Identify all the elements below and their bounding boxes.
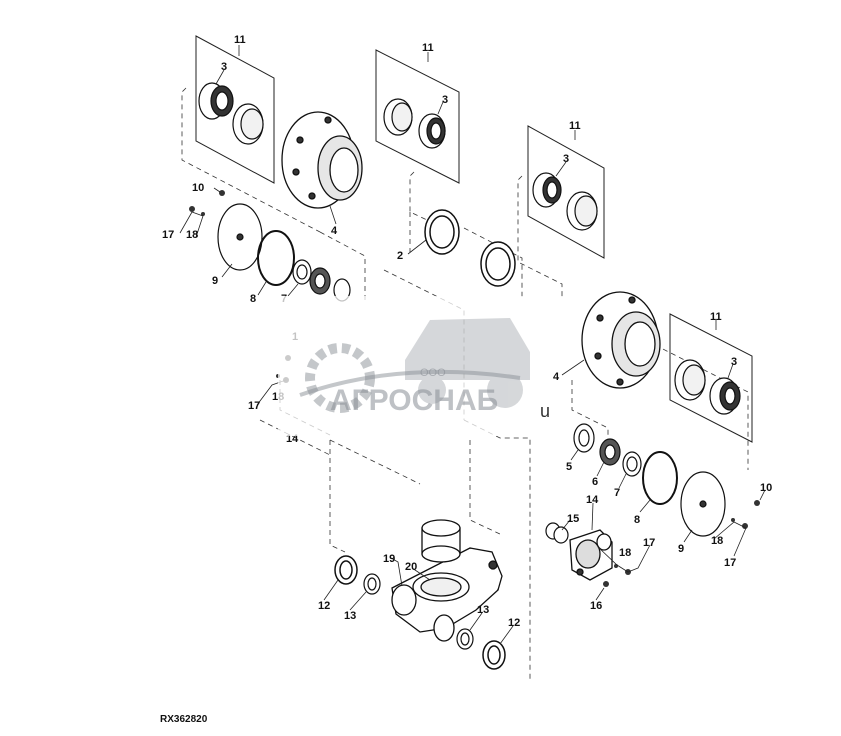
sensor-assembly (569, 529, 613, 581)
callout-10-left: 10 (192, 182, 204, 194)
o-ring-left (257, 230, 295, 286)
seal-bottom-right-12 (482, 640, 506, 670)
callout-5-right: 5 (566, 461, 572, 473)
watermark-prefix: ООО (420, 367, 446, 379)
callout-3-right-bottom: 3 (731, 356, 737, 368)
bolt-left-10 (219, 190, 225, 196)
wheel-hub-upper (281, 111, 363, 209)
callout-3-right-top: 3 (563, 153, 569, 165)
callout-19-knuckle: 19 (383, 553, 395, 565)
watermark-suffix: u (540, 401, 550, 421)
leader-lines (179, 45, 766, 645)
bolt-right-17 (731, 518, 748, 529)
callout-17-left: 17 (162, 229, 174, 241)
watermark: ООО АГРОСНАБ u (278, 296, 550, 436)
bolt-left-17 (189, 206, 205, 216)
callout-18-left: 18 (186, 229, 198, 241)
bearing-cup-right-bottom (674, 359, 706, 401)
callout-12-bottom-left: 12 (318, 600, 330, 612)
callout-13-bottom-right: 13 (477, 604, 489, 616)
callout-2-center: 2 (397, 250, 403, 262)
wheel-hub-lower (581, 291, 661, 389)
callout-11-center: 11 (422, 42, 434, 54)
callout-20-knuckle: 20 (405, 561, 417, 573)
callout-6-right: 6 (592, 476, 598, 488)
callout-18-sensor: 18 (619, 547, 631, 559)
bearing-cone-right-bottom (709, 377, 741, 415)
callout-17-middle: 17 (248, 400, 260, 412)
callout-9-right: 9 (678, 543, 684, 555)
kit-box-right-bottom (669, 313, 753, 443)
callout-15-right: 15 (567, 513, 579, 525)
callout-12-bottom-right: 12 (508, 617, 520, 629)
bolt-right-10 (754, 500, 760, 506)
callout-8-right: 8 (634, 514, 640, 526)
callout-9-left: 9 (212, 275, 218, 287)
kingpin-bushing (421, 519, 461, 563)
callout-4-upper: 4 (331, 225, 338, 237)
steering-knuckle (391, 547, 503, 642)
callout-14-right: 14 (586, 494, 599, 506)
callout-3-left: 3 (221, 61, 227, 73)
bearing-cone-left-top (198, 82, 234, 120)
callout-17-sensor: 17 (643, 537, 655, 549)
watermark-harvester-icon (405, 318, 530, 408)
bearing-cone-right-top (532, 172, 562, 208)
seal-bottom-left-12 (334, 555, 358, 585)
cover-plate-right (680, 471, 726, 537)
kit-box-left-top (195, 35, 275, 184)
callout-3-center: 3 (442, 94, 448, 106)
callout-8-left: 8 (250, 293, 256, 305)
callout-11-right-bottom: 11 (710, 311, 722, 323)
ring-set-left (292, 259, 351, 302)
sensor-bolt-16 (603, 581, 609, 587)
ring-set-right (573, 423, 642, 477)
kit-box-center-top (375, 49, 460, 184)
callout-17-right: 17 (724, 557, 736, 569)
callout-11-right-top: 11 (569, 120, 581, 132)
callout-11-left: 11 (234, 34, 246, 46)
o-ring-right (642, 451, 678, 505)
callout-10-right: 10 (760, 482, 772, 494)
callout-13-bottom-left: 13 (344, 610, 356, 622)
bushing-bottom-left-13 (363, 573, 381, 595)
bearing-cone-center-top (418, 113, 446, 149)
sensor-bushing-15 (545, 522, 569, 544)
watermark-swoosh (299, 369, 521, 397)
callout-18-right: 18 (711, 535, 723, 547)
cover-plate-left (217, 203, 263, 271)
sensor-bolt-17 (614, 564, 631, 575)
callout-4-lower: 4 (553, 371, 560, 383)
callout-16-sensor: 16 (590, 600, 602, 612)
figure-reference-code: RX362820 (160, 714, 208, 725)
seal-center-2 (480, 241, 516, 287)
bearing-cup-right-top (566, 191, 598, 231)
bearing-cup-left-top (232, 103, 264, 145)
watermark-company-name: АГРОСНАБ (330, 384, 498, 417)
bearing-cup-center-top (383, 98, 413, 136)
seal-center (424, 209, 460, 255)
kit-box-right-top (527, 125, 605, 259)
callout-7-right: 7 (614, 487, 620, 499)
bushing-bottom-right-13 (456, 628, 474, 650)
